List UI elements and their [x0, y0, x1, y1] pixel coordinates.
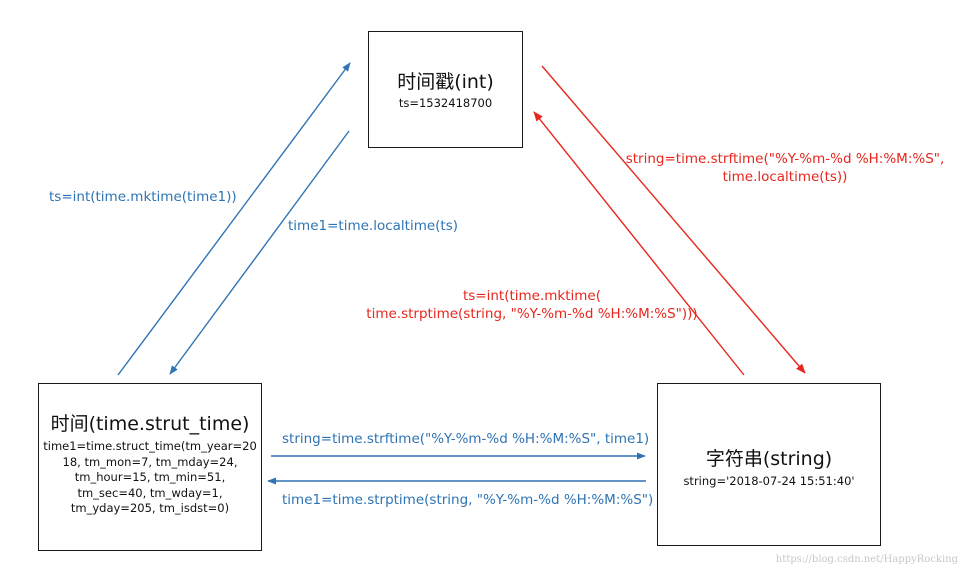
timestamp-node-title: 时间戳(int) — [397, 71, 494, 93]
arrow-struct-to-ts — [117, 62, 351, 376]
timestamp-node: 时间戳(int) ts=1532418700 — [368, 31, 523, 148]
label-string-to-struct: time1=time.strptime(string, "%Y-%m-%d %H… — [282, 492, 654, 508]
string-node-detail: string='2018-07-24 15:51:40' — [683, 474, 855, 488]
label-string-to-ts-line2: time.strptime(string, "%Y-%m-%d %H:%M:%S… — [366, 306, 698, 322]
label-ts-to-struct: time1=time.localtime(ts) — [288, 218, 459, 234]
string-node-title: 字符串(string) — [705, 448, 833, 470]
struct-time-node: 时间(time.strut_time) time1=time.struct_ti… — [38, 383, 262, 551]
arrow-ts-to-struct — [169, 130, 350, 375]
struct-time-node-title: 时间(time.strut_time) — [50, 413, 250, 435]
struct-time-node-detail: time1=time.struct_time(tm_year=20 18, tm… — [43, 439, 257, 515]
label-struct-to-ts: ts=int(time.mktime(time1)) — [49, 189, 237, 205]
arrow-ts-to-string — [541, 65, 806, 374]
arrow-string-to-ts — [533, 111, 745, 376]
label-ts-to-string-line2: time.localtime(ts)) — [722, 169, 848, 185]
label-ts-to-string: string=time.strftime("%Y-%m-%d %H:%M:%S"… — [620, 150, 950, 186]
watermark: https://blog.csdn.net/HappyRocking — [775, 554, 958, 565]
label-struct-to-string: string=time.strftime("%Y-%m-%d %H:%M:%S"… — [282, 431, 650, 447]
timestamp-node-detail: ts=1532418700 — [398, 96, 493, 110]
label-ts-to-string-line1: string=time.strftime("%Y-%m-%d %H:%M:%S"… — [625, 151, 945, 167]
label-string-to-ts-line1: ts=int(time.mktime( — [462, 288, 602, 304]
label-string-to-ts: ts=int(time.mktime( time.strptime(string… — [352, 287, 712, 323]
string-node: 字符串(string) string='2018-07-24 15:51:40' — [657, 383, 881, 546]
